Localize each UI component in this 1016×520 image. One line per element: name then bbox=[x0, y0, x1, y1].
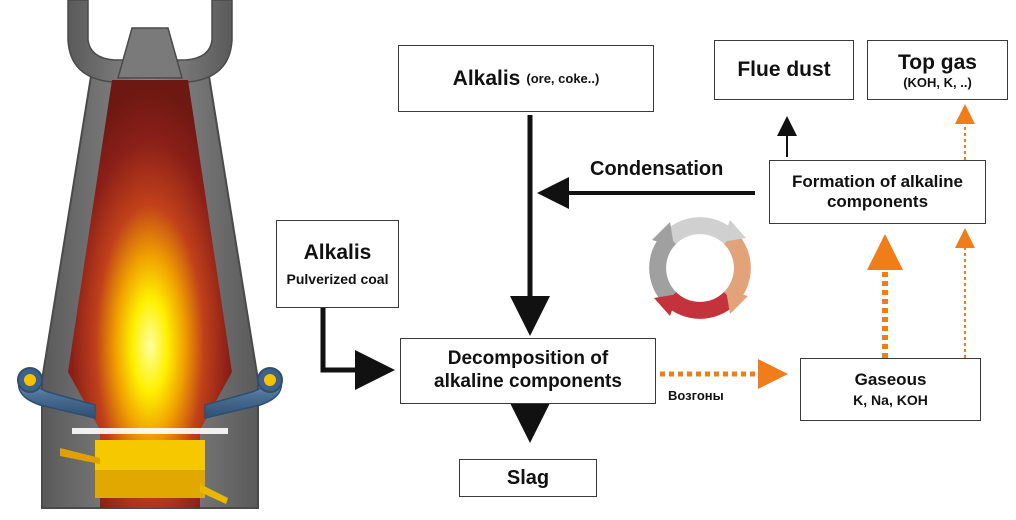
alkalis-coal-box: Alkalis Pulverized coal bbox=[276, 220, 399, 308]
flue-dust-title: Flue dust bbox=[737, 58, 831, 82]
alkalis-ore-title: Alkalis bbox=[452, 66, 521, 90]
arrow-coal-to-decomposition bbox=[320, 308, 395, 390]
vozgony-label: Возгоны bbox=[668, 388, 724, 403]
formation-line1: Formation of alkaline bbox=[792, 171, 963, 191]
slag-box: Slag bbox=[459, 459, 597, 497]
top-gas-box: Top gas (KOH, K, ..) bbox=[867, 40, 1008, 100]
slag-title: Slag bbox=[506, 467, 550, 489]
taphole-stream-right bbox=[200, 484, 228, 504]
cycle-icon bbox=[649, 217, 751, 319]
taphole-stream-left bbox=[60, 448, 100, 464]
top-gas-title: Top gas bbox=[898, 50, 977, 74]
decomposition-box: Decomposition of alkaline components bbox=[400, 338, 656, 404]
gaseous-box: Gaseous K, Na, KOH bbox=[800, 358, 981, 421]
top-gas-note: (KOH, K, ..) bbox=[903, 74, 972, 90]
decomposition-line2: alkaline components bbox=[434, 371, 622, 392]
furnace-uptakes bbox=[67, 0, 233, 83]
alkalis-coal-note: Pulverized coal bbox=[286, 271, 389, 288]
alkalis-ore-box: Alkalis (ore, coke..) bbox=[398, 45, 654, 112]
tuyere-line bbox=[72, 428, 228, 434]
formation-line2: components bbox=[826, 192, 929, 211]
furnace-interior bbox=[68, 80, 232, 508]
blast-furnace-illustration bbox=[17, 0, 283, 509]
gaseous-note: K, Na, KOH bbox=[853, 392, 928, 409]
furnace-top-cone bbox=[117, 27, 183, 79]
formation-box: Formation of alkaline components bbox=[769, 160, 986, 224]
gaseous-title: Gaseous bbox=[854, 369, 927, 389]
decomposition-line1: Decomposition of bbox=[447, 348, 609, 370]
alkalis-coal-title: Alkalis bbox=[303, 241, 372, 264]
condensation-label: Condensation bbox=[590, 158, 724, 180]
alkalis-ore-note: (ore, coke..) bbox=[526, 70, 600, 86]
flue-dust-box: Flue dust bbox=[714, 40, 854, 100]
